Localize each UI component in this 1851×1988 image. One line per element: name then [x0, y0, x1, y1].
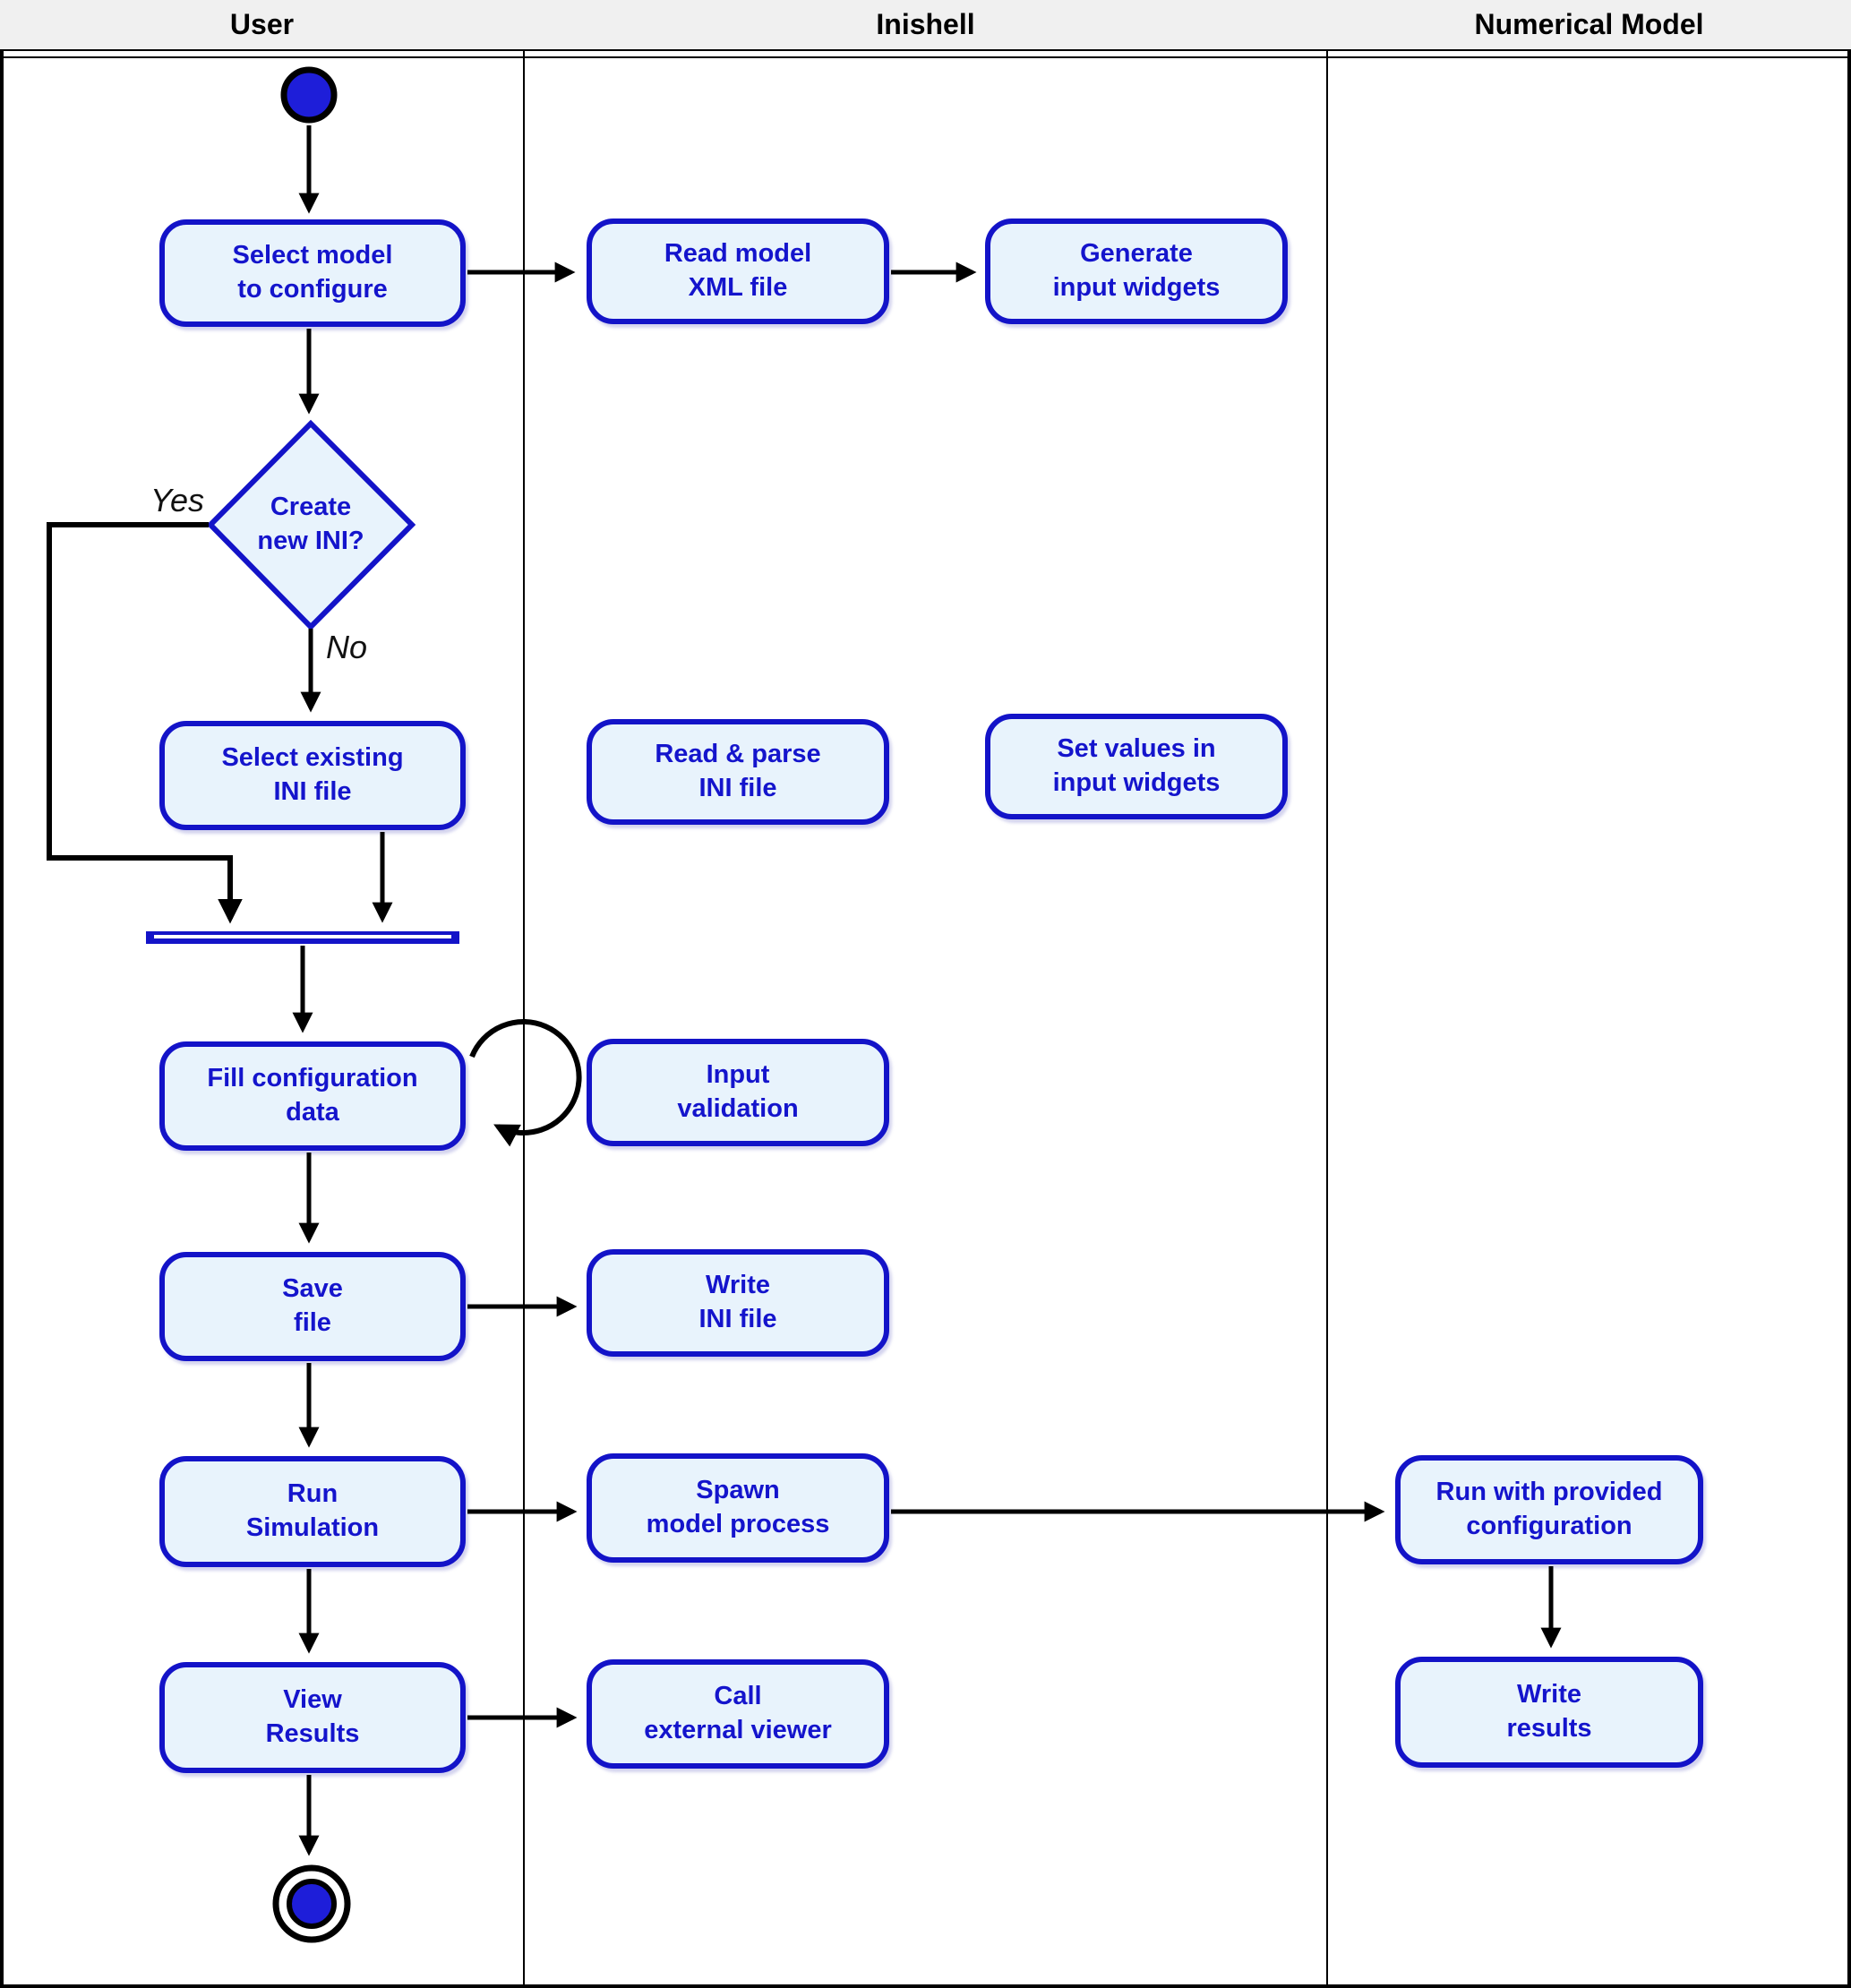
lane-header-inishell: Inishell: [524, 0, 1327, 51]
activity-generate-input-widgets: Generate input widgets: [985, 219, 1288, 324]
header-double-line: [0, 56, 1851, 58]
start-node: [280, 66, 338, 124]
edge-label-no: No: [326, 629, 368, 665]
activity-run-simulation: Run Simulation: [159, 1456, 466, 1567]
activity-write-ini-file: Write INI file: [587, 1249, 889, 1357]
activity-write-results: Write results: [1395, 1657, 1703, 1768]
join-bar: [146, 931, 459, 944]
activity-set-values-widgets: Set values in input widgets: [985, 714, 1288, 819]
lane-header-numerical-model: Numerical Model: [1327, 0, 1851, 51]
edge-label-yes: Yes: [150, 482, 204, 518]
end-node-ring: [272, 1864, 351, 1943]
activity-run-with-configuration: Run with provided configuration: [1395, 1455, 1703, 1564]
activity-view-results: View Results: [159, 1662, 466, 1773]
activity-input-validation: Input validation: [587, 1039, 889, 1146]
activity-save-file: Save file: [159, 1252, 466, 1361]
edge-validation-loop: [469, 1019, 582, 1147]
activity-call-external-viewer: Call external viewer: [587, 1659, 889, 1769]
activity-select-model: Select model to configure: [159, 219, 466, 327]
decision-label: Create new INI?: [257, 493, 364, 555]
activity-fill-configuration-data: Fill configuration data: [159, 1041, 466, 1151]
end-node: [287, 1879, 337, 1929]
lane-divider-user-inishell: [523, 0, 525, 1988]
lane-header-user: User: [0, 0, 524, 51]
lane-divider-inishell-model: [1326, 0, 1328, 1988]
activity-read-model-xml: Read model XML file: [587, 219, 889, 324]
activity-read-parse-ini: Read & parse INI file: [587, 719, 889, 825]
activity-select-existing-ini: Select existing INI file: [159, 721, 466, 830]
activity-spawn-model-process: Spawn model process: [587, 1453, 889, 1563]
